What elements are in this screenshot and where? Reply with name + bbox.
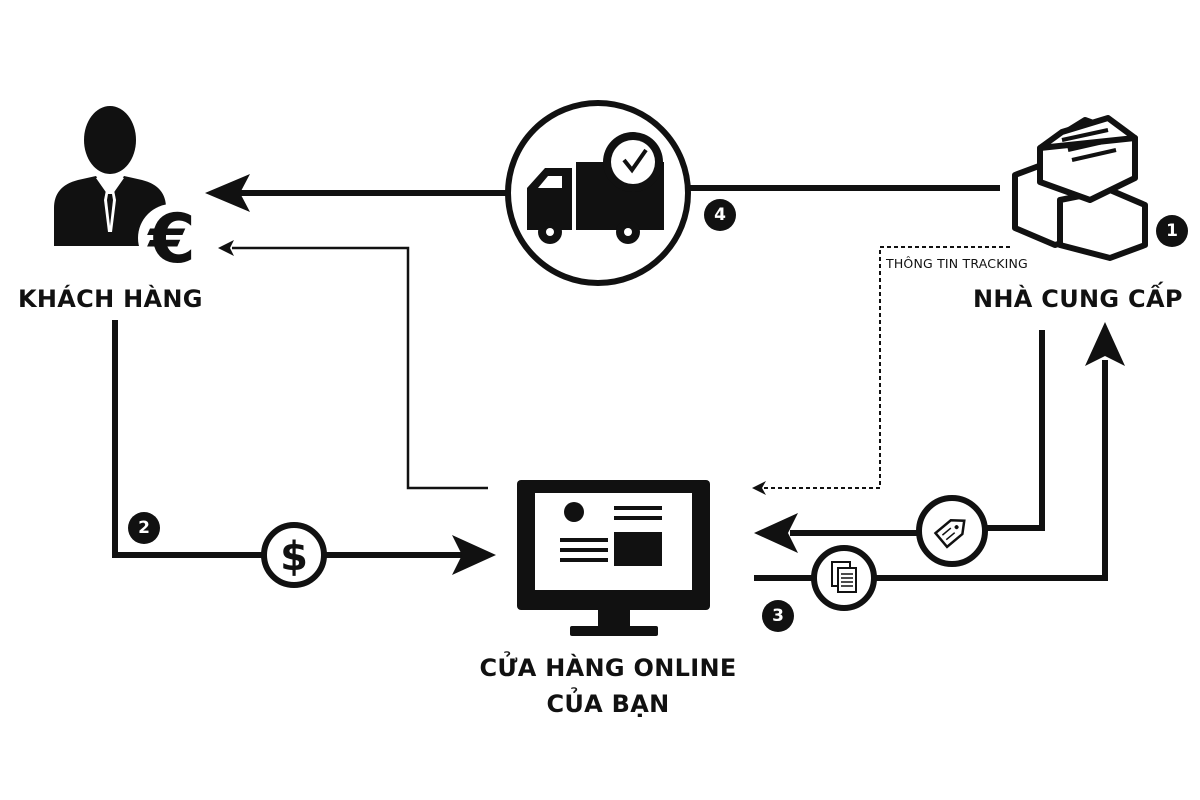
- customer-label: KHÁCH HÀNG: [18, 284, 203, 313]
- arrow-order-to-supplier: [754, 322, 1125, 581]
- svg-text:1: 1: [1166, 221, 1178, 241]
- svg-text:2: 2: [138, 518, 150, 538]
- dollar-payment-icon: $: [261, 522, 327, 588]
- arrow-supplier-to-store: [754, 330, 1045, 553]
- svg-text:4: 4: [714, 205, 726, 225]
- supplier-label: NHÀ CUNG CẤP: [973, 280, 1183, 313]
- tracking-info-label: THÔNG TIN TRACKING: [885, 256, 1028, 271]
- order-documents-icon: [811, 545, 877, 611]
- step-badge-3: 3: [762, 600, 794, 632]
- supplier-boxes-icon: [1012, 115, 1148, 261]
- svg-text:€: €: [146, 200, 195, 279]
- euro-icon: €: [138, 200, 206, 279]
- online-store-monitor-icon: [517, 480, 710, 636]
- svg-text:$: $: [280, 534, 308, 580]
- customer-businessman-icon: [54, 106, 166, 246]
- store-label-line1: CỬA HÀNG ONLINE: [479, 649, 736, 682]
- step-badge-2: 2: [128, 512, 160, 544]
- step-badge-4: 4: [704, 199, 736, 231]
- arrow-store-to-customer: [218, 240, 488, 490]
- arrow-payment-to-store: [112, 320, 496, 575]
- step-badge-1: 1: [1156, 215, 1188, 247]
- store-label-line2: CỦA BẠN: [546, 685, 669, 718]
- arrow-delivery-to-customer: [205, 174, 1000, 212]
- arrow-tracking-info: [752, 246, 1010, 495]
- delivery-truck-icon: [505, 100, 691, 286]
- price-tag-icon: [916, 495, 988, 567]
- svg-text:3: 3: [772, 606, 784, 626]
